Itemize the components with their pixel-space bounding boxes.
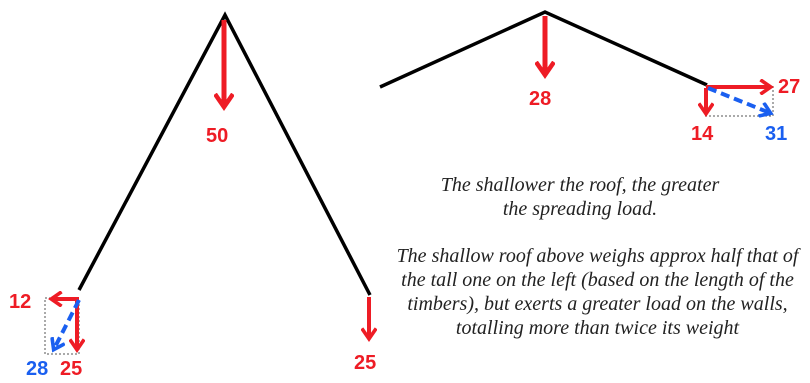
- tall-roof-left-resultant-label: 28: [26, 358, 48, 380]
- tall-roof-left-vertical-label: 25: [60, 358, 82, 380]
- shallow-roof-rafters: [379, 10, 708, 89]
- shallow-roof-ridge-load-label: 28: [529, 88, 551, 110]
- shallow-roof-eave-resultant-label: 31: [765, 123, 787, 145]
- shallow-roof: 28 27 14 31: [379, 10, 800, 145]
- tall-roof: 50 12 28 25 25: [9, 11, 376, 380]
- shallow-roof-eave-vertical-label: 14: [691, 123, 714, 145]
- tall-roof-ridge-load-label: 50: [206, 125, 228, 147]
- shallow-roof-eave-resultant-arrow: [707, 86, 770, 113]
- caption-weight-comparison: The shallow roof above weighs approx hal…: [396, 245, 799, 339]
- tall-roof-right-vertical-label: 25: [354, 352, 376, 374]
- caption-spreading-load: The shallower the roof, the greater the …: [440, 174, 720, 220]
- tall-roof-left-horizontal-label: 12: [9, 291, 31, 313]
- tall-roof-rafters: [77, 11, 372, 296]
- shallow-roof-eave-horizontal-label: 27: [778, 76, 800, 98]
- tall-roof-left-resultant-arrow: [54, 299, 81, 349]
